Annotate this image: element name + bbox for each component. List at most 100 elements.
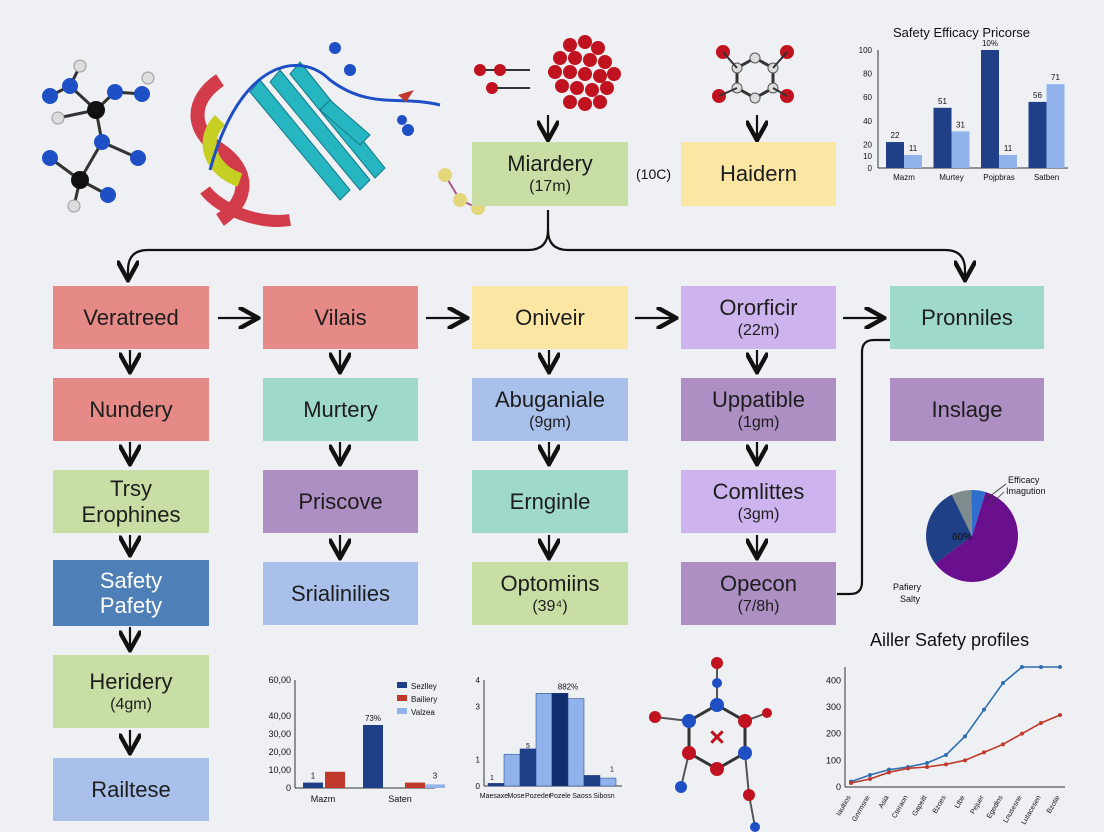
flow-box-opecon: Opecon(7/8h): [681, 562, 836, 625]
pie-leader-line: [989, 491, 1005, 506]
box-subtitle: (17m): [529, 178, 571, 196]
box-subtitle: (9gm): [529, 413, 571, 431]
flow-box-murtery: Murtery: [263, 378, 418, 441]
x-tick-label: Lnusesne: [1002, 794, 1023, 824]
box-title: Murtery: [303, 396, 378, 422]
box-title: Haidern: [719, 161, 798, 187]
bar: [303, 782, 323, 788]
data-point: [1020, 665, 1024, 669]
x-tick-label: Cteraon: [891, 794, 910, 819]
box-subtitle: (22m): [737, 321, 780, 339]
y-tick-label: 10: [863, 152, 872, 161]
y-tick-label: 20,00: [268, 747, 291, 757]
data-point: [1020, 731, 1024, 736]
flow-box-pronniles: Pronniles: [890, 286, 1044, 349]
data-label: 56: [1033, 91, 1042, 100]
histogram-bar: [583, 775, 601, 787]
bar: [951, 131, 970, 168]
bar: [405, 782, 425, 788]
box-title: Opecon: [719, 570, 798, 596]
data-point: [1001, 742, 1005, 747]
x-tick-label: Mazm: [893, 173, 915, 182]
flow-box-railtese: Railtese: [53, 758, 209, 821]
box-title: Safety Pafety: [99, 567, 163, 618]
ring-molecule-icon: [712, 45, 794, 104]
data-point: [887, 770, 891, 775]
flow-box-optomiins: Optomiins(39⁴): [472, 562, 628, 625]
chart-title: Ailler Safety profiles: [870, 630, 1030, 650]
y-tick-label: 0: [286, 783, 291, 793]
flow-box-vilais: Vilais: [263, 286, 418, 349]
pie-slice: [935, 492, 1018, 582]
data-label: 11: [1004, 144, 1013, 153]
x-tick-label: Sibosn: [593, 793, 615, 800]
data-point: [925, 765, 929, 769]
x-tick-label: Mazm: [311, 794, 336, 804]
data-point: [906, 766, 910, 771]
x-tick-label: Bzoes: [932, 794, 948, 815]
flow-box-heridery: Heridery(4gm): [53, 655, 209, 728]
data-label: 1: [490, 775, 494, 782]
protein-cluster-icon: [474, 35, 621, 111]
x-tick-label: Pozeder: [525, 793, 552, 800]
y-tick-label: 40,00: [268, 711, 291, 721]
y-tick-label: 0: [476, 782, 481, 791]
data-label: 31: [956, 120, 965, 129]
y-tick-label: 40: [863, 117, 872, 126]
x-tick-label: Saoss: [572, 793, 592, 800]
legend-swatch: [397, 682, 407, 688]
y-tick-label: 20: [863, 140, 872, 149]
data-point: [925, 761, 929, 765]
pie-label: Pafiery: [893, 582, 922, 592]
series-line: [850, 714, 1061, 784]
x-tick-label: Saten: [388, 794, 412, 804]
data-label: 10%: [982, 40, 998, 48]
box-title: Vilais: [314, 304, 367, 330]
bar: [999, 155, 1017, 168]
box-title: Srialinilies: [290, 580, 391, 606]
data-label: 73%: [365, 714, 381, 723]
bar: [325, 771, 345, 788]
y-tick-label: 4: [476, 676, 481, 685]
flow-box-inslage: Inslage: [890, 378, 1044, 441]
box-title: Nundery: [89, 396, 173, 422]
box-title: Veratreed: [83, 304, 179, 330]
data-point: [963, 734, 967, 739]
bar: [981, 50, 999, 168]
x-tick-label: Gnrmsne: [851, 794, 872, 823]
flow-box-oniveir: Oniveir: [472, 286, 628, 349]
x-tick-label: Ltbe: [954, 794, 967, 809]
x-tick-label: Mose: [507, 793, 524, 800]
flow-box-srialinilies: Srialinilies: [263, 562, 418, 625]
x-tick-label: Egedlns: [986, 794, 1005, 820]
series-line: [850, 666, 1060, 783]
bar: [363, 725, 383, 788]
chart-title: Safety Efficacy Pricorse: [893, 25, 1031, 40]
flow-box-ororficir: Ororficir(22m): [681, 286, 836, 349]
flow-box-veratreed: Veratreed: [53, 286, 209, 349]
y-tick-label: 100: [859, 46, 873, 55]
data-point: [1039, 721, 1043, 725]
histogram-bar: [535, 693, 553, 787]
box-title: Ororficir: [719, 294, 798, 320]
y-tick-label: 400: [826, 675, 841, 685]
data-point: [1058, 665, 1062, 669]
legend-label: Bailiery: [411, 695, 437, 704]
y-tick-label: 30,00: [268, 729, 291, 739]
y-tick-label: 60,00: [268, 675, 291, 685]
y-tick-label: 80: [863, 70, 872, 79]
y-tick-label: 10,00: [268, 765, 291, 775]
box-title: Pronniles: [921, 304, 1013, 330]
x-tick-label: Pozele: [549, 793, 571, 800]
histogram-bar: [519, 748, 537, 787]
histogram-bar: [599, 777, 617, 787]
box-title: Trsy Erophines: [81, 476, 181, 527]
data-label: 3: [433, 772, 438, 781]
data-point: [868, 773, 872, 777]
x-tick-label: Asia: [878, 794, 891, 809]
x-tick-label: Pojpbras: [983, 173, 1015, 182]
histogram-bar: [487, 783, 505, 787]
box-title: Uppatible: [712, 386, 805, 412]
data-point: [944, 762, 948, 767]
